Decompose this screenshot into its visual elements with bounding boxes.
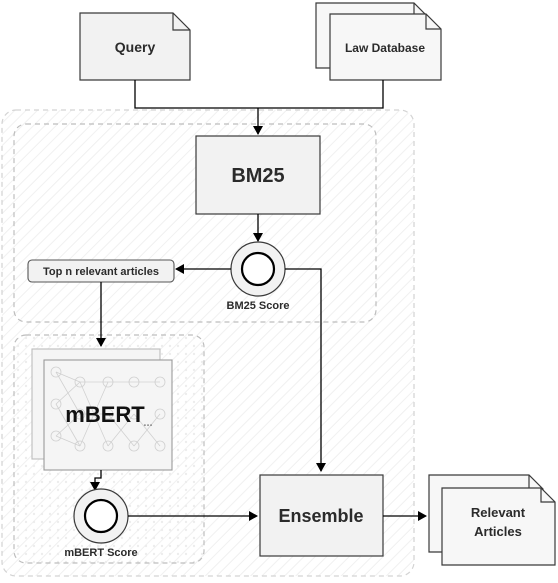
edge-lawdb-to-bm25 [258,80,384,109]
edge-mbert-to-score [90,470,102,491]
query-label: Query [115,39,156,55]
ensemble-label: Ensemble [278,506,363,526]
query-node: Query [79,12,191,81]
bm25-score-node: BM25 Score [227,241,290,312]
relevant-articles-line1: Relevant [471,505,526,520]
mbert-score-node: mBERT Score [64,488,138,559]
top-n-node: Top n relevant articles [27,259,175,283]
bm25-group [13,123,377,323]
mbert-node: mBERT ... [31,348,173,471]
relevant-articles-node: Relevant Articles [428,474,556,566]
ensemble-node: Ensemble [259,474,384,557]
edge-query-to-bm25 [134,80,258,109]
bm25-score-label: BM25 Score [227,300,290,312]
law-database-label: Law Database [345,41,425,55]
top-n-label: Top n relevant articles [43,266,159,278]
edge-bm25score-to-ensemble [285,268,326,472]
mbert-score-label: mBERT Score [64,547,137,559]
bm25-label: BM25 [231,165,284,187]
mbert-ellipsis: ... [143,417,152,429]
mbert-label: mBERT [65,402,145,427]
bm25-node: BM25 [195,135,321,215]
relevant-articles-line2: Articles [474,524,522,539]
neural-network-icon [50,366,166,452]
law-database-node: Law Database [315,2,442,81]
